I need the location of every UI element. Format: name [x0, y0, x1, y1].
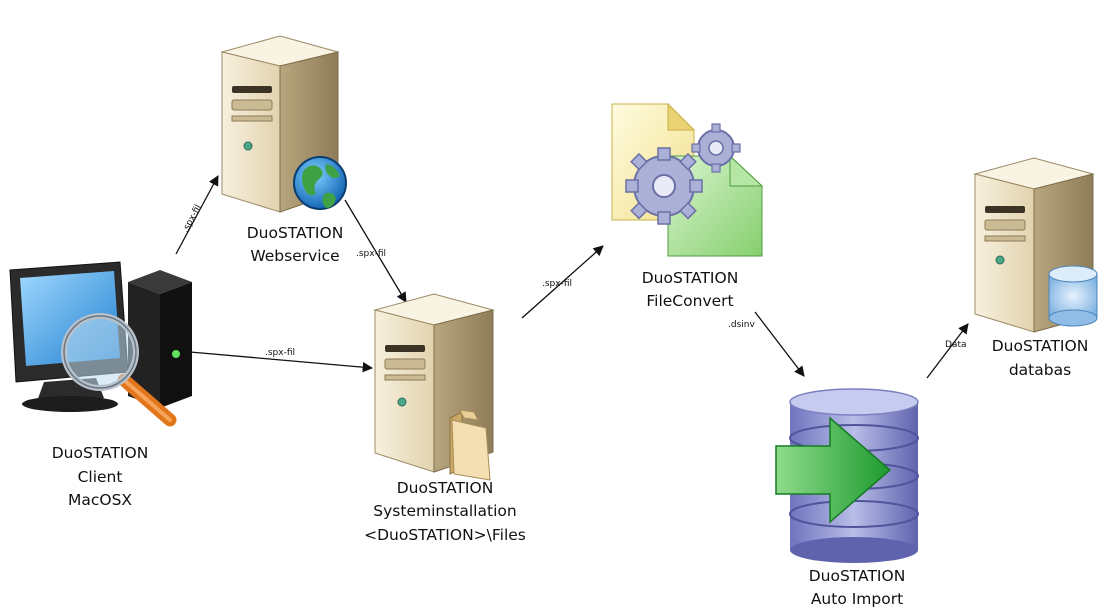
edge-label: .spx-fil — [542, 279, 572, 289]
node-fileconvert: DuoSTATION FileConvert — [611, 102, 764, 310]
edge-client-systeminstallation: .spx-fil — [189, 348, 374, 373]
node-label-line: DuoSTATION — [809, 567, 906, 585]
node-label-line: DuoSTATION — [397, 479, 494, 497]
node-databas: DuoSTATION databas — [973, 157, 1098, 379]
node-label-line: FileConvert — [646, 292, 733, 310]
node-systeminstallation: DuoSTATION Systeminstallation <DuoSTATIO… — [364, 293, 526, 544]
edge-label: Data — [945, 340, 967, 350]
file-gears-icon — [611, 102, 764, 257]
edge-autoimport-databas: Data — [926, 323, 969, 379]
edge-label: .dsinv — [728, 320, 755, 330]
node-webservice: DuoSTATION Webservice — [220, 35, 347, 265]
node-label-line: databas — [1009, 361, 1071, 379]
node-label-line: Webservice — [250, 247, 339, 265]
edge-fileconvert-autoimport: .dsinv — [728, 311, 805, 377]
node-label-line: Systeminstallation — [373, 502, 516, 520]
edge-label: .spx-fil — [265, 348, 295, 358]
database-arrow-icon — [775, 388, 919, 563]
edge-client-webservice: .spx-fil — [175, 175, 219, 255]
node-label-line: Client — [78, 468, 123, 486]
edge-label: .spx-fil — [181, 203, 204, 234]
node-label-line: DuoSTATION — [247, 224, 344, 242]
node-client: DuoSTATION Client MacOSX — [9, 261, 192, 509]
node-label-line: <DuoSTATION>\Files — [364, 526, 526, 544]
server-globe-icon — [220, 35, 347, 213]
gear-icon — [625, 147, 703, 225]
node-label-line: DuoSTATION — [52, 444, 149, 462]
node-label-line: MacOSX — [68, 491, 132, 509]
node-autoimport: DuoSTATION Auto Import — [775, 388, 919, 608]
server-folder-icon — [373, 293, 495, 481]
node-label-line: DuoSTATION — [642, 269, 739, 287]
edge-webservice-systeminstallation: .spx-fil — [344, 199, 407, 303]
server-database-icon — [973, 157, 1098, 333]
node-label-line: DuoSTATION — [992, 337, 1089, 355]
gear-icon — [691, 123, 741, 173]
node-label-line: Auto Import — [811, 590, 903, 608]
edge-label: .spx-fil — [356, 249, 386, 259]
edge-systeminstallation-fileconvert: .spx-fil — [521, 245, 604, 319]
desktop-computer-magnifier-icon — [9, 261, 192, 427]
